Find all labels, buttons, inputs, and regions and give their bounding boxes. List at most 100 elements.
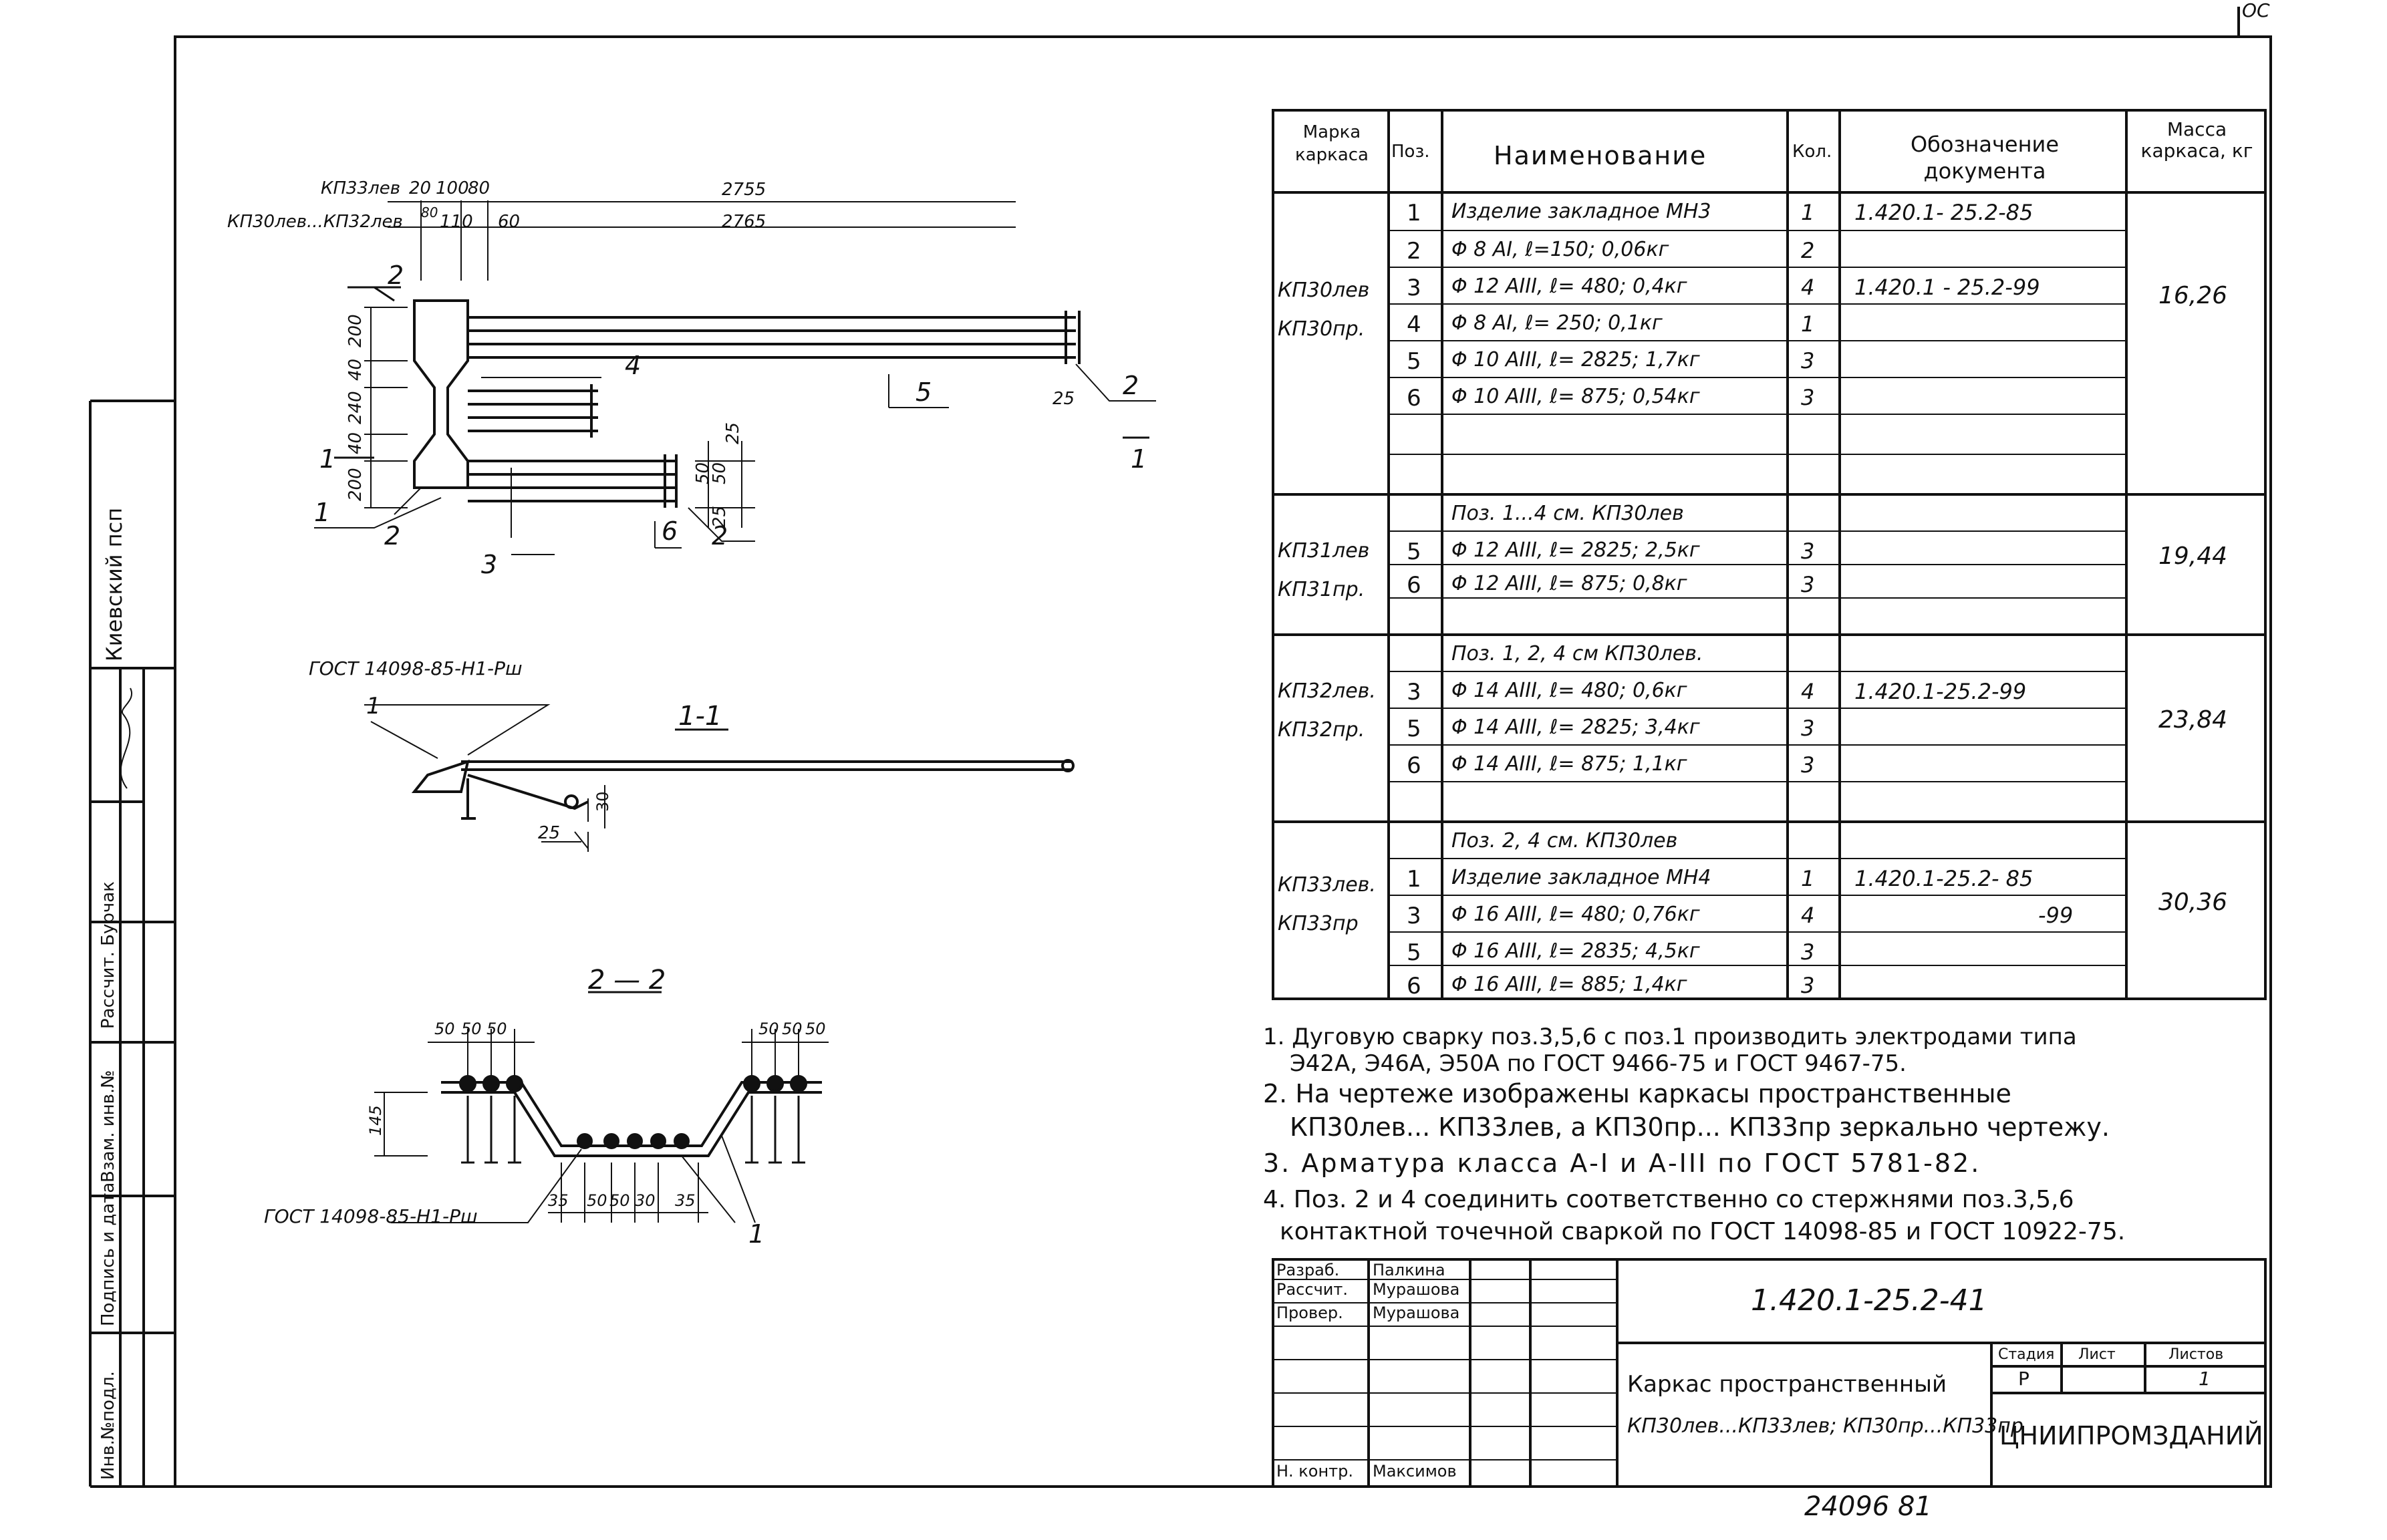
svg-text:50: 50 xyxy=(587,1191,607,1210)
header-mass: Масса каркаса, кг xyxy=(2140,118,2253,162)
note-line: контактной точечной сваркой по ГОСТ 1409… xyxy=(1280,1218,2126,1245)
svg-text:2765: 2765 xyxy=(722,212,766,232)
frame-mark: КП30пр. xyxy=(1278,317,1365,341)
row-qty: 3 xyxy=(1801,716,1815,741)
row-name: Φ 16 АIII, ℓ= 885; 1,4кг xyxy=(1451,973,1687,996)
tb-name: Мурашова xyxy=(1373,1303,1460,1322)
row-doc: 1.420.1-25.2- 85 xyxy=(1854,866,2033,891)
svg-text:1: 1 xyxy=(314,498,330,527)
row-qty: 1 xyxy=(1801,866,1815,891)
document-code: 1.420.1-25.2-41 xyxy=(1751,1283,1987,1318)
inventory-number: 24096 81 xyxy=(1804,1491,1932,1522)
row-name: Изделие закладное МН4 xyxy=(1451,866,1711,889)
row-pos: 5 xyxy=(1407,939,1421,966)
row-qty: 3 xyxy=(1801,752,1815,778)
row-name: Φ 16 АIII, ℓ= 2835; 4,5кг xyxy=(1451,939,1700,963)
svg-text:50: 50 xyxy=(693,462,713,484)
row-name: Φ 8 АI, ℓ= 250; 0,1кг xyxy=(1451,311,1663,335)
tb-name: Максимов xyxy=(1373,1462,1457,1481)
row-doc: 1.420.1 - 25.2-99 xyxy=(1854,275,2040,300)
svg-text:50: 50 xyxy=(782,1020,803,1038)
note-line: Э42А, Э46А, Э50А по ГОСТ 9466-75 и ГОСТ … xyxy=(1290,1050,1907,1077)
row-name: Φ 14 АIII, ℓ= 875; 1,1кг xyxy=(1451,752,1687,776)
row-name: Изделие закладное МН3 xyxy=(1451,200,1711,223)
header-name: Наименование xyxy=(1494,141,1707,170)
svg-text:2: 2 xyxy=(712,521,728,551)
frame-mark: КП30лев xyxy=(1278,279,1370,302)
row-name: Φ 8 АI, ℓ=150; 0,06кг xyxy=(1451,238,1669,261)
sheets-header: Листов xyxy=(2168,1346,2224,1363)
svg-text:25: 25 xyxy=(723,422,743,444)
row-pos: 5 xyxy=(1407,348,1421,375)
row-pos: 3 xyxy=(1407,903,1421,929)
svg-text:50: 50 xyxy=(434,1020,455,1038)
row-pos: 6 xyxy=(1407,752,1421,779)
header-pos: Поз. xyxy=(1391,142,1430,162)
row-name: Φ 12 АIII, ℓ= 480; 0,4кг xyxy=(1451,275,1687,298)
row-pos: 1 xyxy=(1407,200,1421,226)
svg-text:30: 30 xyxy=(635,1191,656,1210)
row-name: Φ 12 АIII, ℓ= 2825; 2,5кг xyxy=(1451,538,1700,562)
row-pos: 5 xyxy=(1407,538,1421,565)
row-pos: 6 xyxy=(1407,385,1421,412)
svg-text:50: 50 xyxy=(805,1020,826,1038)
row-name: Поз. 1, 2, 4 см КП30лев. xyxy=(1451,642,1703,665)
stage-value: Р xyxy=(2018,1368,2029,1390)
row-name: Φ 10 АIII, ℓ= 2825; 1,7кг xyxy=(1451,348,1700,371)
stage-header: Стадия xyxy=(1998,1346,2055,1363)
row-pos: 6 xyxy=(1407,973,1421,999)
svg-text:40: 40 xyxy=(345,432,366,454)
svg-text:25: 25 xyxy=(538,823,560,843)
header-qty: Кол. xyxy=(1792,142,1832,162)
tb-role: Н. контр. xyxy=(1276,1462,1354,1481)
frame-mass: 30,36 xyxy=(2158,889,2228,916)
section-1-title: 1-1 xyxy=(678,701,722,732)
spec-table-frame xyxy=(1272,109,2267,1000)
row-pos: 4 xyxy=(1407,311,1421,338)
section-1-1 xyxy=(364,704,1075,852)
svg-text:110: 110 xyxy=(440,212,473,232)
row-name: Поз. 2, 4 см. КП30лев xyxy=(1451,829,1678,853)
svg-text:50: 50 xyxy=(486,1020,507,1038)
row-name: Φ 16 АIII, ℓ= 480; 0,76кг xyxy=(1451,903,1700,926)
frame-mass: 16,26 xyxy=(2158,282,2228,309)
note-line: 3. Арматура класса А-I и А-III по ГОСТ 5… xyxy=(1263,1148,1981,1178)
svg-text:2: 2 xyxy=(388,261,404,290)
svg-text:50: 50 xyxy=(609,1191,630,1210)
row-pos: 3 xyxy=(1407,679,1421,706)
svg-text:2755: 2755 xyxy=(722,180,766,200)
row-name: Φ 10 АIII, ℓ= 875; 0,54кг xyxy=(1451,385,1700,408)
row-pos: 3 xyxy=(1407,275,1421,301)
row-qty: 1 xyxy=(1801,311,1815,337)
sheet-frame xyxy=(174,35,2272,1488)
svg-text:Подпись и дата: Подпись и дата xyxy=(98,1183,118,1326)
svg-text:1: 1 xyxy=(1131,444,1147,474)
sheet-header: Лист xyxy=(2078,1346,2116,1363)
title-line1: Каркас пространственный xyxy=(1627,1371,1947,1398)
row-doc: 1.420.1-25.2-99 xyxy=(1854,679,2027,704)
row-qty: 3 xyxy=(1801,538,1815,564)
row-doc: 1.420.1- 25.2-85 xyxy=(1854,200,2033,225)
svg-text:Инв.№подл.: Инв.№подл. xyxy=(98,1371,118,1480)
frame-mass: 23,84 xyxy=(2158,706,2228,734)
sheets-value: 1 xyxy=(2199,1368,2211,1390)
note-line: 2. На чертеже изображены каркасы простра… xyxy=(1263,1079,2011,1108)
organization: ЦНИИПРОМЗДАНИЙ xyxy=(1999,1421,2263,1450)
svg-text:30: 30 xyxy=(593,791,612,812)
svg-text:35: 35 xyxy=(675,1191,696,1210)
side-stamp-frame xyxy=(89,400,175,1488)
tb-role: Разраб. xyxy=(1276,1261,1340,1279)
tb-name: Мурашова xyxy=(1373,1280,1460,1299)
svg-text:50: 50 xyxy=(710,462,730,484)
svg-text:200: 200 xyxy=(345,314,366,347)
svg-text:2: 2 xyxy=(384,521,400,551)
frame-mark: КП31пр. xyxy=(1278,578,1365,601)
svg-text:145: 145 xyxy=(366,1105,385,1136)
tb-role: Провер. xyxy=(1276,1303,1343,1322)
row-pos: 2 xyxy=(1407,238,1421,265)
frame-mass: 19,44 xyxy=(2158,543,2228,570)
tb-role: Рассчит. xyxy=(1276,1280,1348,1299)
svg-text:25: 25 xyxy=(710,506,730,528)
signature-mark xyxy=(120,687,132,789)
svg-text:60: 60 xyxy=(498,212,520,232)
